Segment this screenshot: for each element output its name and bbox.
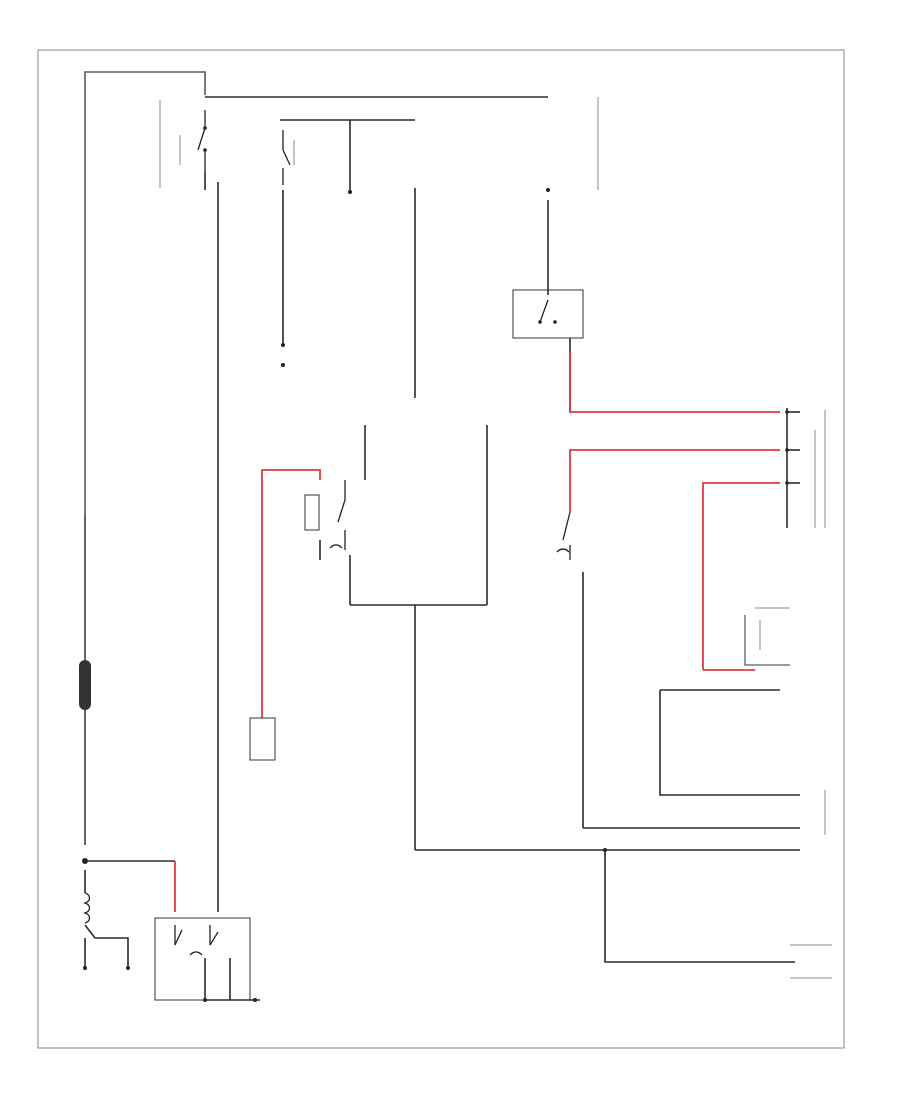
neutral-switch xyxy=(556,511,800,829)
battery xyxy=(82,858,176,970)
battery-feed-circuit xyxy=(84,71,548,912)
ignition-switch-feeds xyxy=(280,119,416,398)
fusible-link xyxy=(79,515,91,845)
starter-motor xyxy=(154,917,260,1002)
instrument-connectors xyxy=(415,607,832,979)
diagram-frame xyxy=(37,49,845,1049)
indicator-lamp xyxy=(249,717,276,761)
red-signal-wires xyxy=(261,352,780,718)
transmission-range-switch xyxy=(512,97,599,412)
ecm-connector xyxy=(785,408,826,528)
clutch-switch xyxy=(304,425,488,850)
